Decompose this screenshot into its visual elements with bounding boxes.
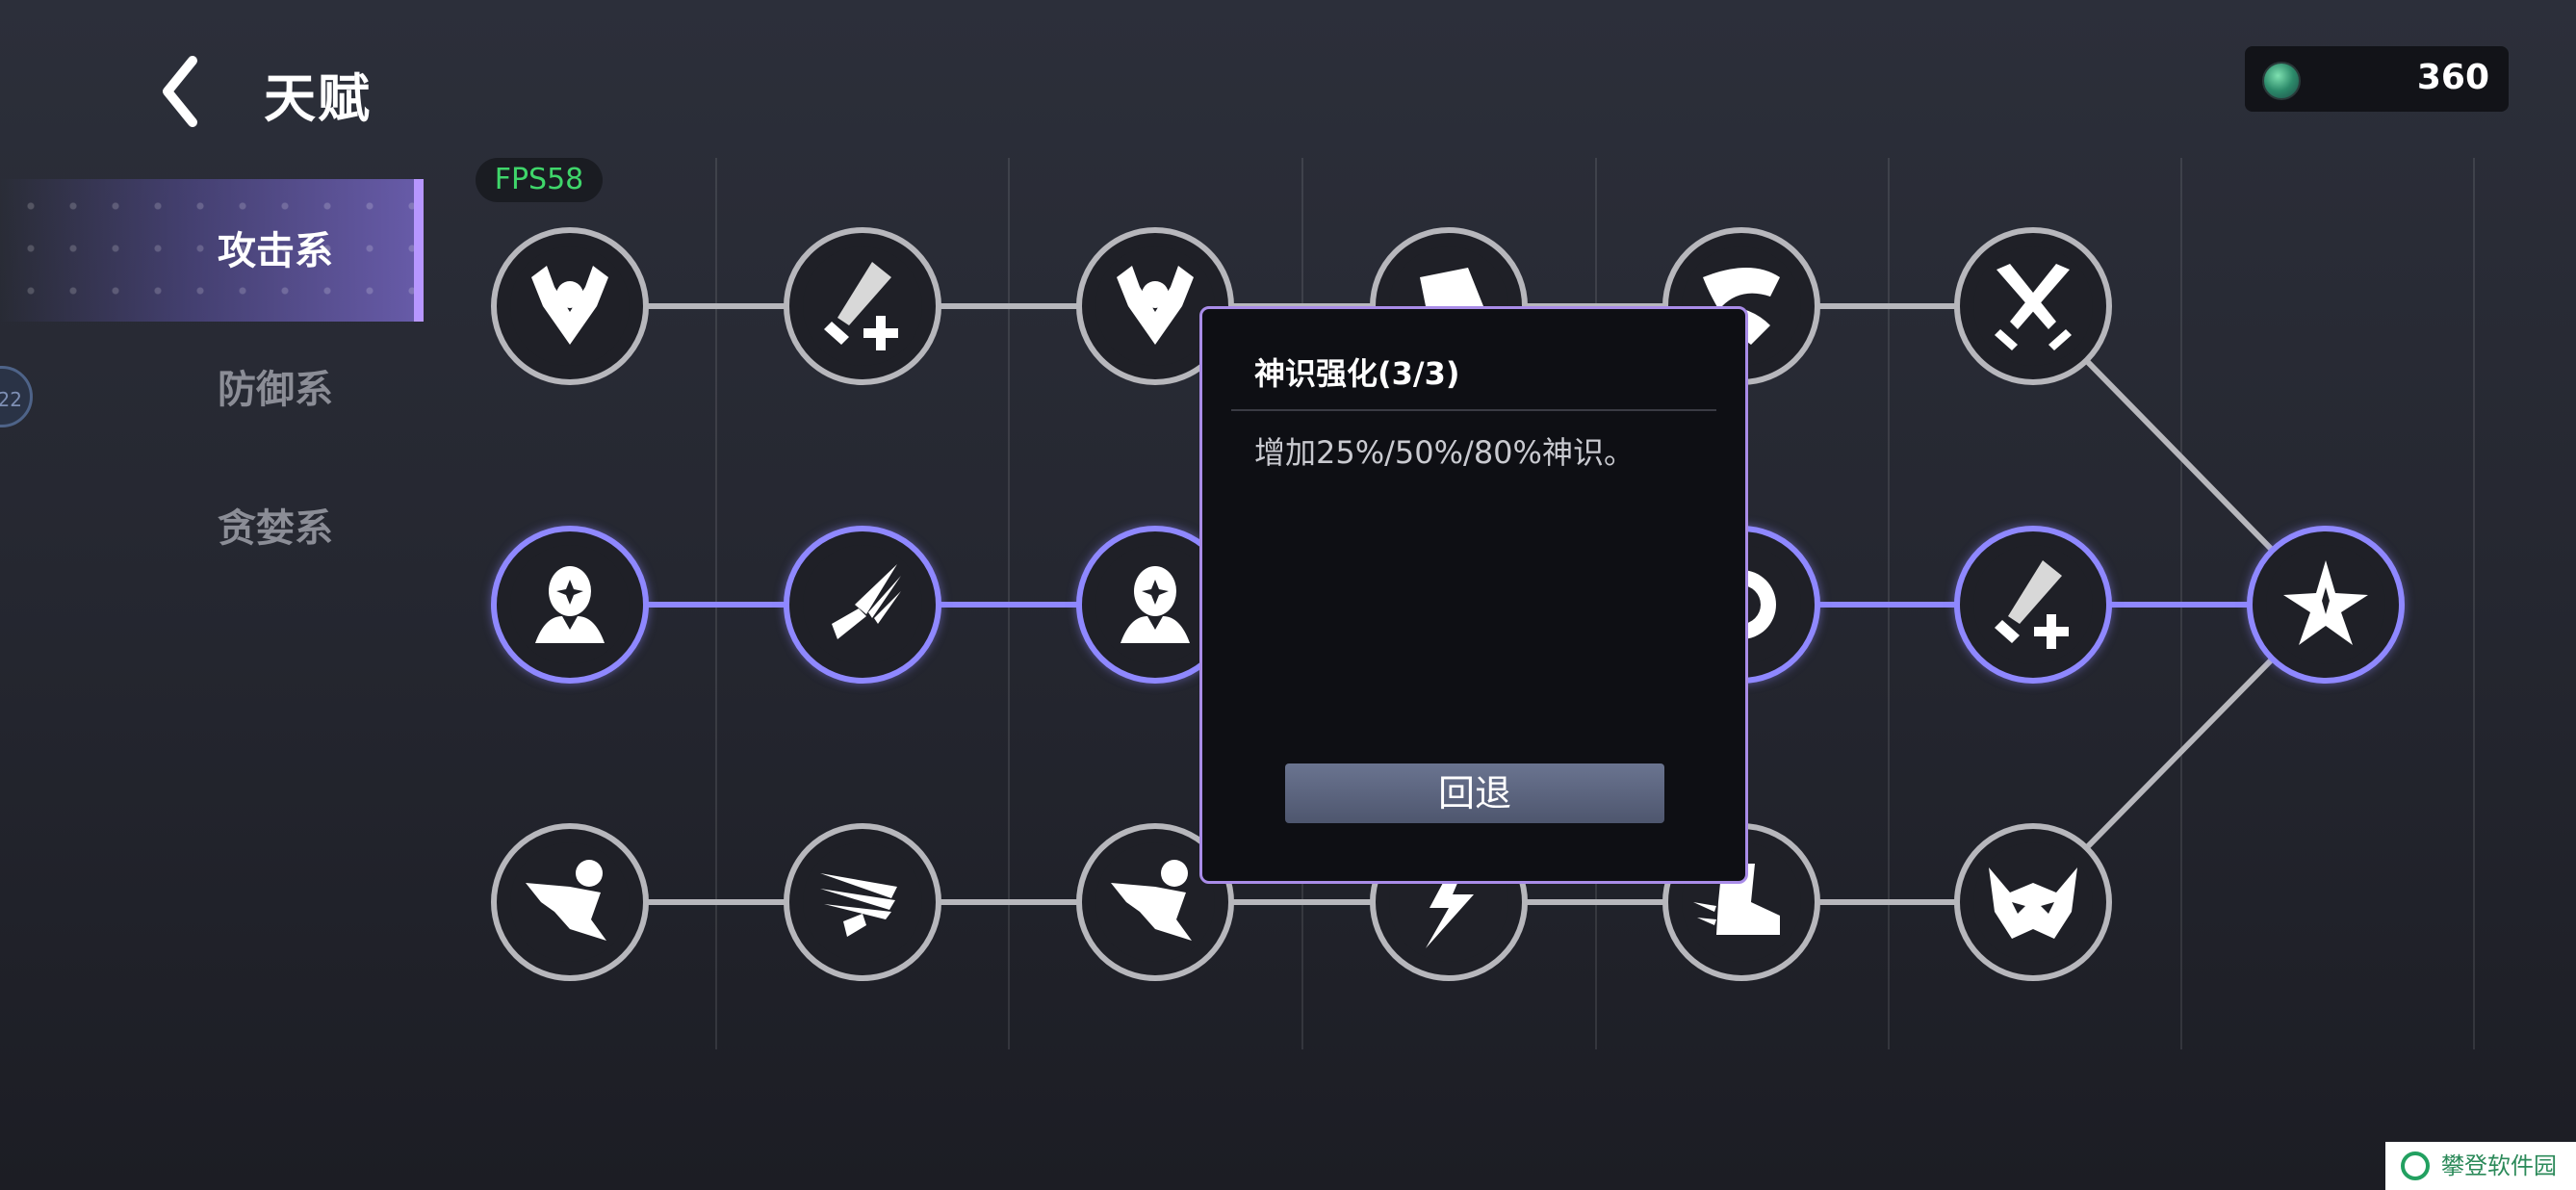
dash-figure-icon <box>1111 860 1192 941</box>
page-title: 天赋 <box>264 68 372 129</box>
talent-node-r1c6[interactable] <box>1954 227 2112 385</box>
dash-figure-icon <box>526 860 606 941</box>
sidebar-item-defense[interactable]: 防御系 <box>218 368 333 412</box>
currency-amount: 360 <box>2416 58 2489 97</box>
revert-button[interactable]: 回退 <box>1285 763 1664 823</box>
crossed-swords-icon <box>1995 264 2072 350</box>
currency-display: 360 <box>2245 46 2509 112</box>
fps-counter: FPS58 <box>476 158 603 202</box>
popup-title: 神识强化(3/3) <box>1254 355 1460 392</box>
talent-node-r3c3[interactable] <box>1076 823 1234 981</box>
sidebar-active-highlight <box>0 179 424 322</box>
sword-plus-icon <box>824 262 898 350</box>
talent-node-r3c1[interactable] <box>491 823 649 981</box>
gem-coin-icon <box>2262 62 2301 100</box>
sidebar-item-greed[interactable]: 贪婪系 <box>218 506 333 551</box>
popup-divider <box>1231 409 1716 411</box>
talent-node-r3c2[interactable] <box>784 823 941 981</box>
wing-icon <box>1703 268 1780 345</box>
watermark-text: 攀登软件园 <box>2441 1152 2557 1179</box>
talent-node-r2c2[interactable] <box>784 526 941 684</box>
talent-node-r1c1[interactable] <box>491 227 649 385</box>
star-burst-icon <box>2283 560 2368 645</box>
watermark-logo-icon <box>2401 1151 2430 1180</box>
popup-description: 增加25%/50%/80%神识。 <box>1254 434 1635 471</box>
back-button[interactable] <box>154 53 212 130</box>
swift-sword-icon <box>832 564 901 639</box>
spirit-head-icon <box>1121 566 1190 643</box>
fists-up-icon <box>531 266 608 345</box>
demon-mask-icon <box>1989 867 2077 939</box>
watermark: 攀登软件园 <box>2385 1142 2576 1190</box>
talent-node-r2c7[interactable] <box>2247 526 2405 684</box>
sidebar-item-attack[interactable]: 攻击系 <box>218 229 333 273</box>
talent-node-r3c6[interactable] <box>1954 823 2112 981</box>
sword-plus-icon <box>1995 560 2069 649</box>
swift-sword-icon <box>820 873 897 937</box>
talent-node-r2c6[interactable] <box>1954 526 2112 684</box>
spirit-head-icon <box>535 566 605 643</box>
lightning-icon <box>1426 854 1474 948</box>
talent-node-r1c2[interactable] <box>784 227 941 385</box>
fists-up-icon <box>1117 266 1194 345</box>
talent-detail-popup: 神识强化(3/3) 增加25%/50%/80%神识。 回退 <box>1199 306 1748 884</box>
active-indicator-bar <box>414 179 424 322</box>
talent-node-r2c1[interactable] <box>491 526 649 684</box>
chevron-left-icon <box>163 56 197 127</box>
column-divider <box>2473 158 2475 1049</box>
